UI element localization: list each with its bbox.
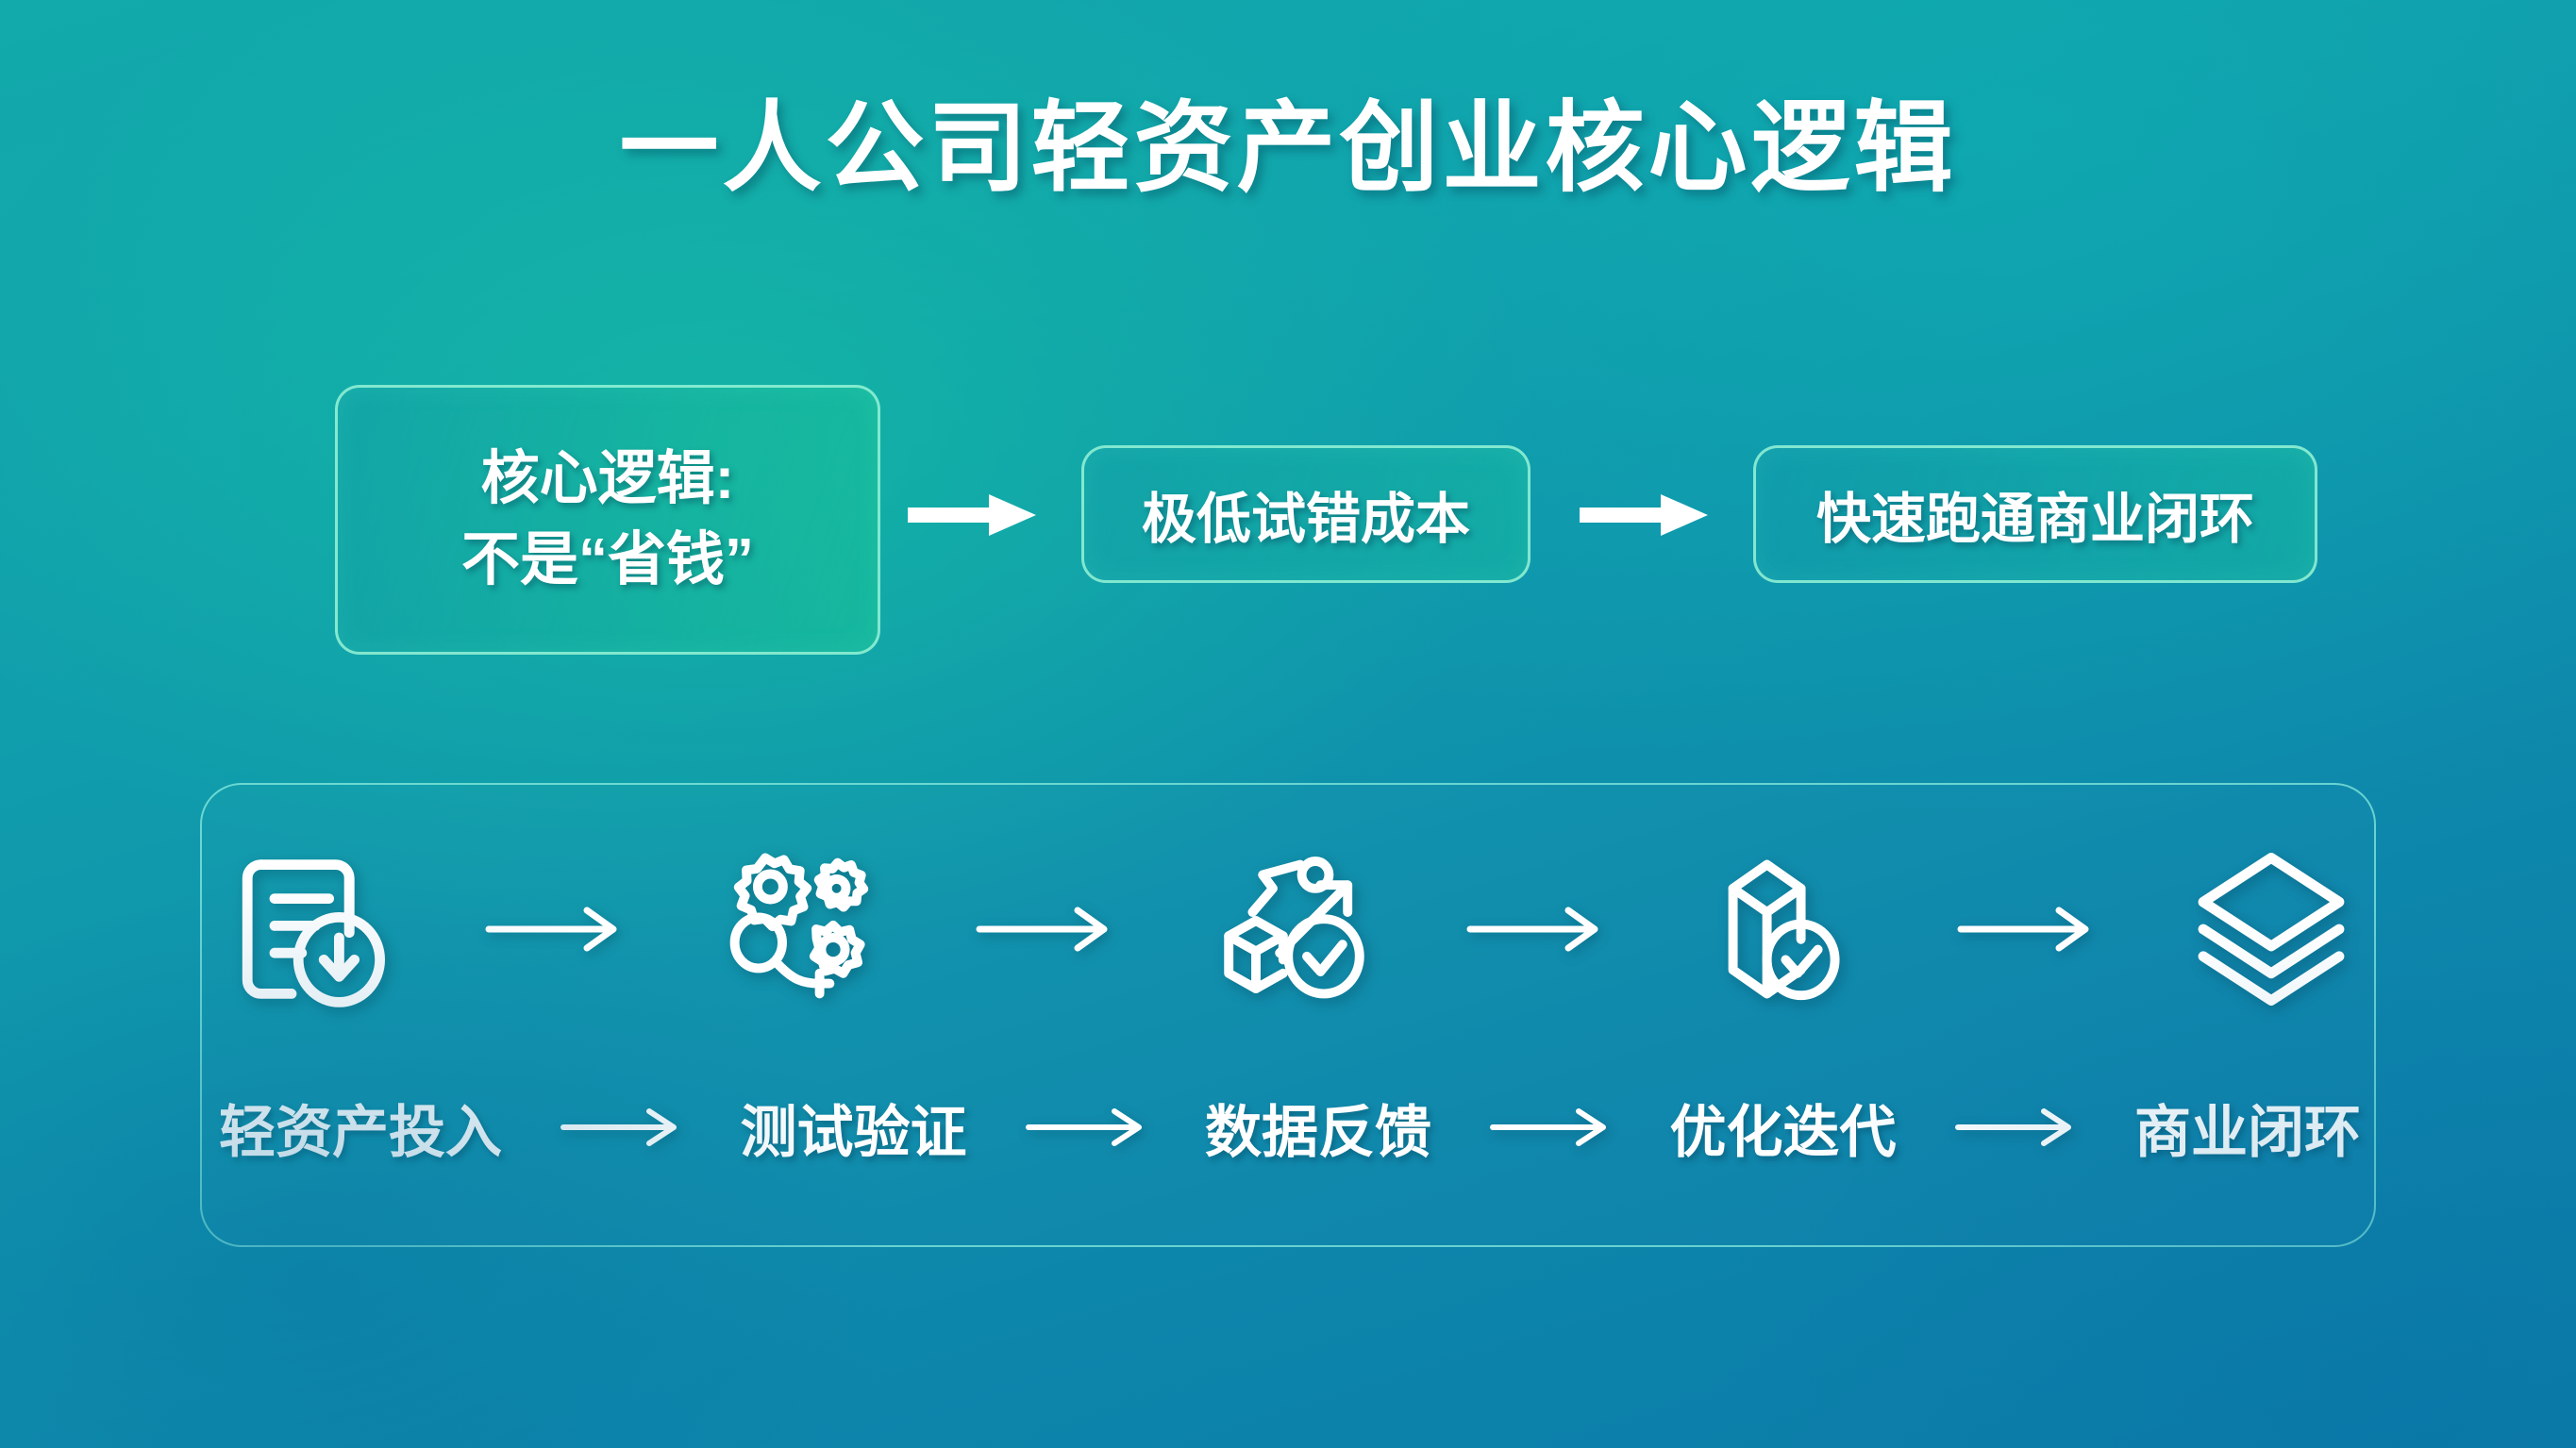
process-label-2: 测试验证 <box>740 1100 967 1164</box>
process-panel <box>200 783 2376 1247</box>
logic-step-box-2[interactable]: 快速跑通商业闭环 <box>1753 445 2317 583</box>
arrow-right-line-icon-1 <box>483 901 625 957</box>
cube-check-icon <box>1728 859 1840 1001</box>
process-icon-row <box>219 840 2361 1019</box>
arrow-right-line-icon-3 <box>1464 901 1606 957</box>
logic-primary-line-1: 核心逻辑: <box>480 446 735 512</box>
arrow-right-line-icon-4 <box>1955 901 2097 957</box>
process-label-5: 商业闭环 <box>2134 1100 2361 1164</box>
page-title: 一人公司轻资产创业核心逻辑 <box>619 93 1957 204</box>
logic-primary-line-2: 不是“省钱” <box>460 527 754 592</box>
logic-step-label-1: 极低试错成本 <box>1141 489 1470 550</box>
arrow-right-solid-icon-1 <box>906 489 1038 541</box>
process-label-1: 轻资产投入 <box>219 1100 502 1164</box>
process-icon-cell-2[interactable] <box>710 840 889 1019</box>
logic-primary-text: 核心逻辑: 不是“省钱” <box>461 439 754 600</box>
box-growth-check-icon <box>1224 857 1364 999</box>
logic-primary-box[interactable]: 核心逻辑: 不是“省钱” <box>335 385 880 655</box>
arrow-right-solid-icon-2 <box>1578 489 1710 541</box>
process-icon-cell-3[interactable] <box>1200 840 1380 1019</box>
document-download-icon <box>242 859 385 1007</box>
process-icon-cell-4[interactable] <box>1691 840 1870 1019</box>
label-arrow-right-icon-3 <box>1488 1103 1613 1152</box>
process-label-row: 轻资产投入 测试验证 数据反馈 优化迭代 <box>219 1075 2361 1179</box>
process-icon-cell-5[interactable] <box>2182 840 2361 1019</box>
label-arrow-right-icon-4 <box>1953 1103 2078 1152</box>
process-icon-cell-1[interactable] <box>219 840 398 1019</box>
label-arrow-right-icon-2 <box>1024 1103 1148 1152</box>
label-arrow-right-icon-1 <box>559 1103 683 1152</box>
logic-step-label-2: 快速跑通商业闭环 <box>1815 489 2254 550</box>
process-label-4: 优化迭代 <box>1669 1100 1897 1164</box>
arrow-right-line-icon-2 <box>974 901 1115 957</box>
process-label-3: 数据反馈 <box>1205 1100 1431 1164</box>
logic-step-box-1[interactable]: 极低试错成本 <box>1081 445 1531 583</box>
gears-magnifier-icon <box>729 853 869 999</box>
stacked-layers-icon <box>2198 853 2345 1006</box>
